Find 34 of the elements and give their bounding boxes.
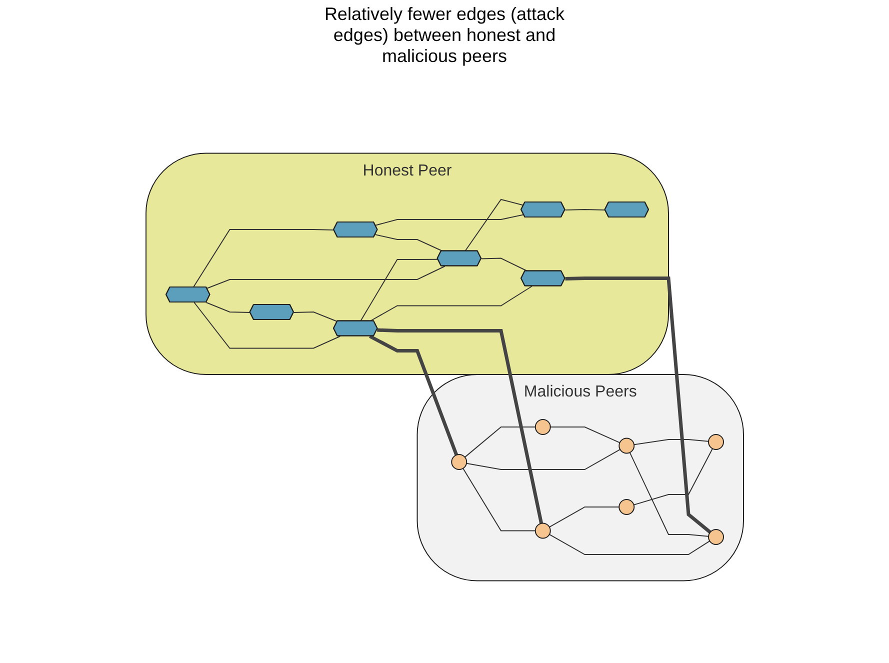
connector [466, 448, 620, 470]
connector [193, 302, 340, 349]
node-circle [618, 438, 634, 454]
connector [480, 258, 528, 272]
connector [368, 334, 458, 456]
connector [464, 198, 524, 252]
connector [464, 426, 536, 458]
connector [360, 258, 438, 322]
connector [629, 452, 709, 537]
node-circle [534, 419, 551, 435]
connector [633, 448, 713, 506]
connector [374, 234, 444, 252]
connector [564, 276, 712, 534]
connector [548, 506, 620, 528]
cluster: Malicious Peers [416, 374, 744, 582]
node-circle [708, 529, 724, 545]
connector [293, 312, 338, 322]
node-circle [534, 522, 551, 539]
annotation-text: Relatively fewer edges (attack edges) between honest and malicious peers [323, 4, 566, 67]
cluster: Honest Peer [145, 152, 669, 375]
connector [192, 229, 334, 288]
node-circle [450, 454, 467, 470]
connector [564, 209, 606, 210]
connector [369, 286, 532, 322]
connector [374, 214, 524, 226]
connector [548, 534, 710, 555]
connector [376, 328, 543, 524]
connector [633, 439, 709, 446]
connector [462, 468, 536, 532]
connector [206, 266, 446, 289]
node-circle [618, 499, 634, 515]
node-circle [708, 434, 724, 450]
connector [550, 426, 620, 444]
connector [206, 302, 250, 313]
